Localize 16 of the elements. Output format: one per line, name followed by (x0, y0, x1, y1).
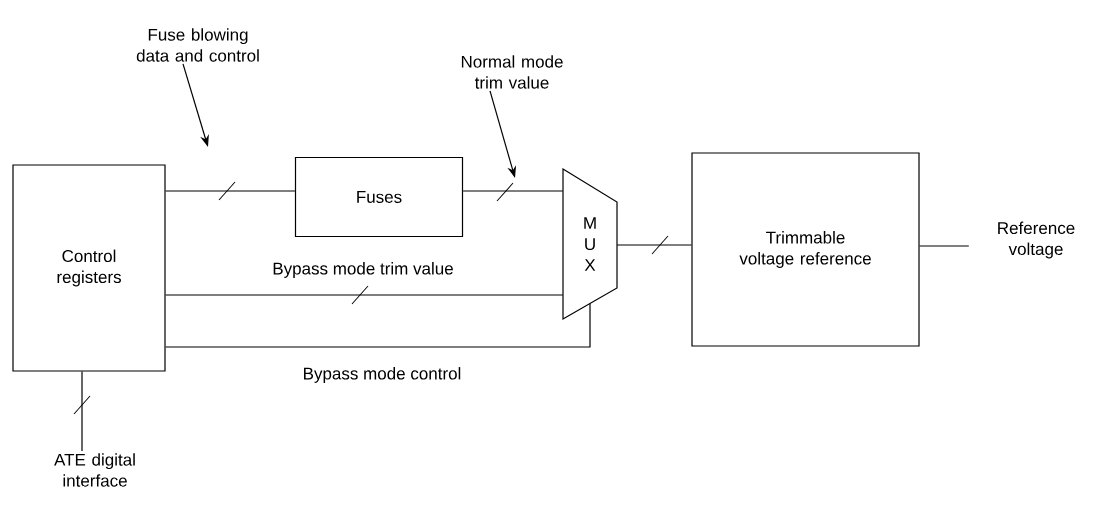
reference-block: Trimmable voltage reference (691, 152, 920, 347)
fuse-box: Fuses (294, 156, 464, 238)
connector-line (462, 190, 564, 192)
register-box: Control registers (12, 164, 166, 372)
interface-label: ATE digital interface (54, 453, 135, 487)
annotation-text: Fuse blowing data and control (136, 28, 259, 62)
connector-line (165, 190, 296, 192)
edge-label: Bypass mode trim value (273, 262, 453, 278)
connector-line (81, 371, 83, 452)
connector-line (165, 294, 564, 296)
output-label: Reference voltage (998, 221, 1075, 259)
edge-label: Bypass mode control (304, 367, 461, 383)
annotation-text: Normal mode trim value (461, 55, 563, 89)
connector-line (919, 245, 970, 247)
connector-line (616, 244, 692, 246)
connector-line (165, 303, 591, 348)
